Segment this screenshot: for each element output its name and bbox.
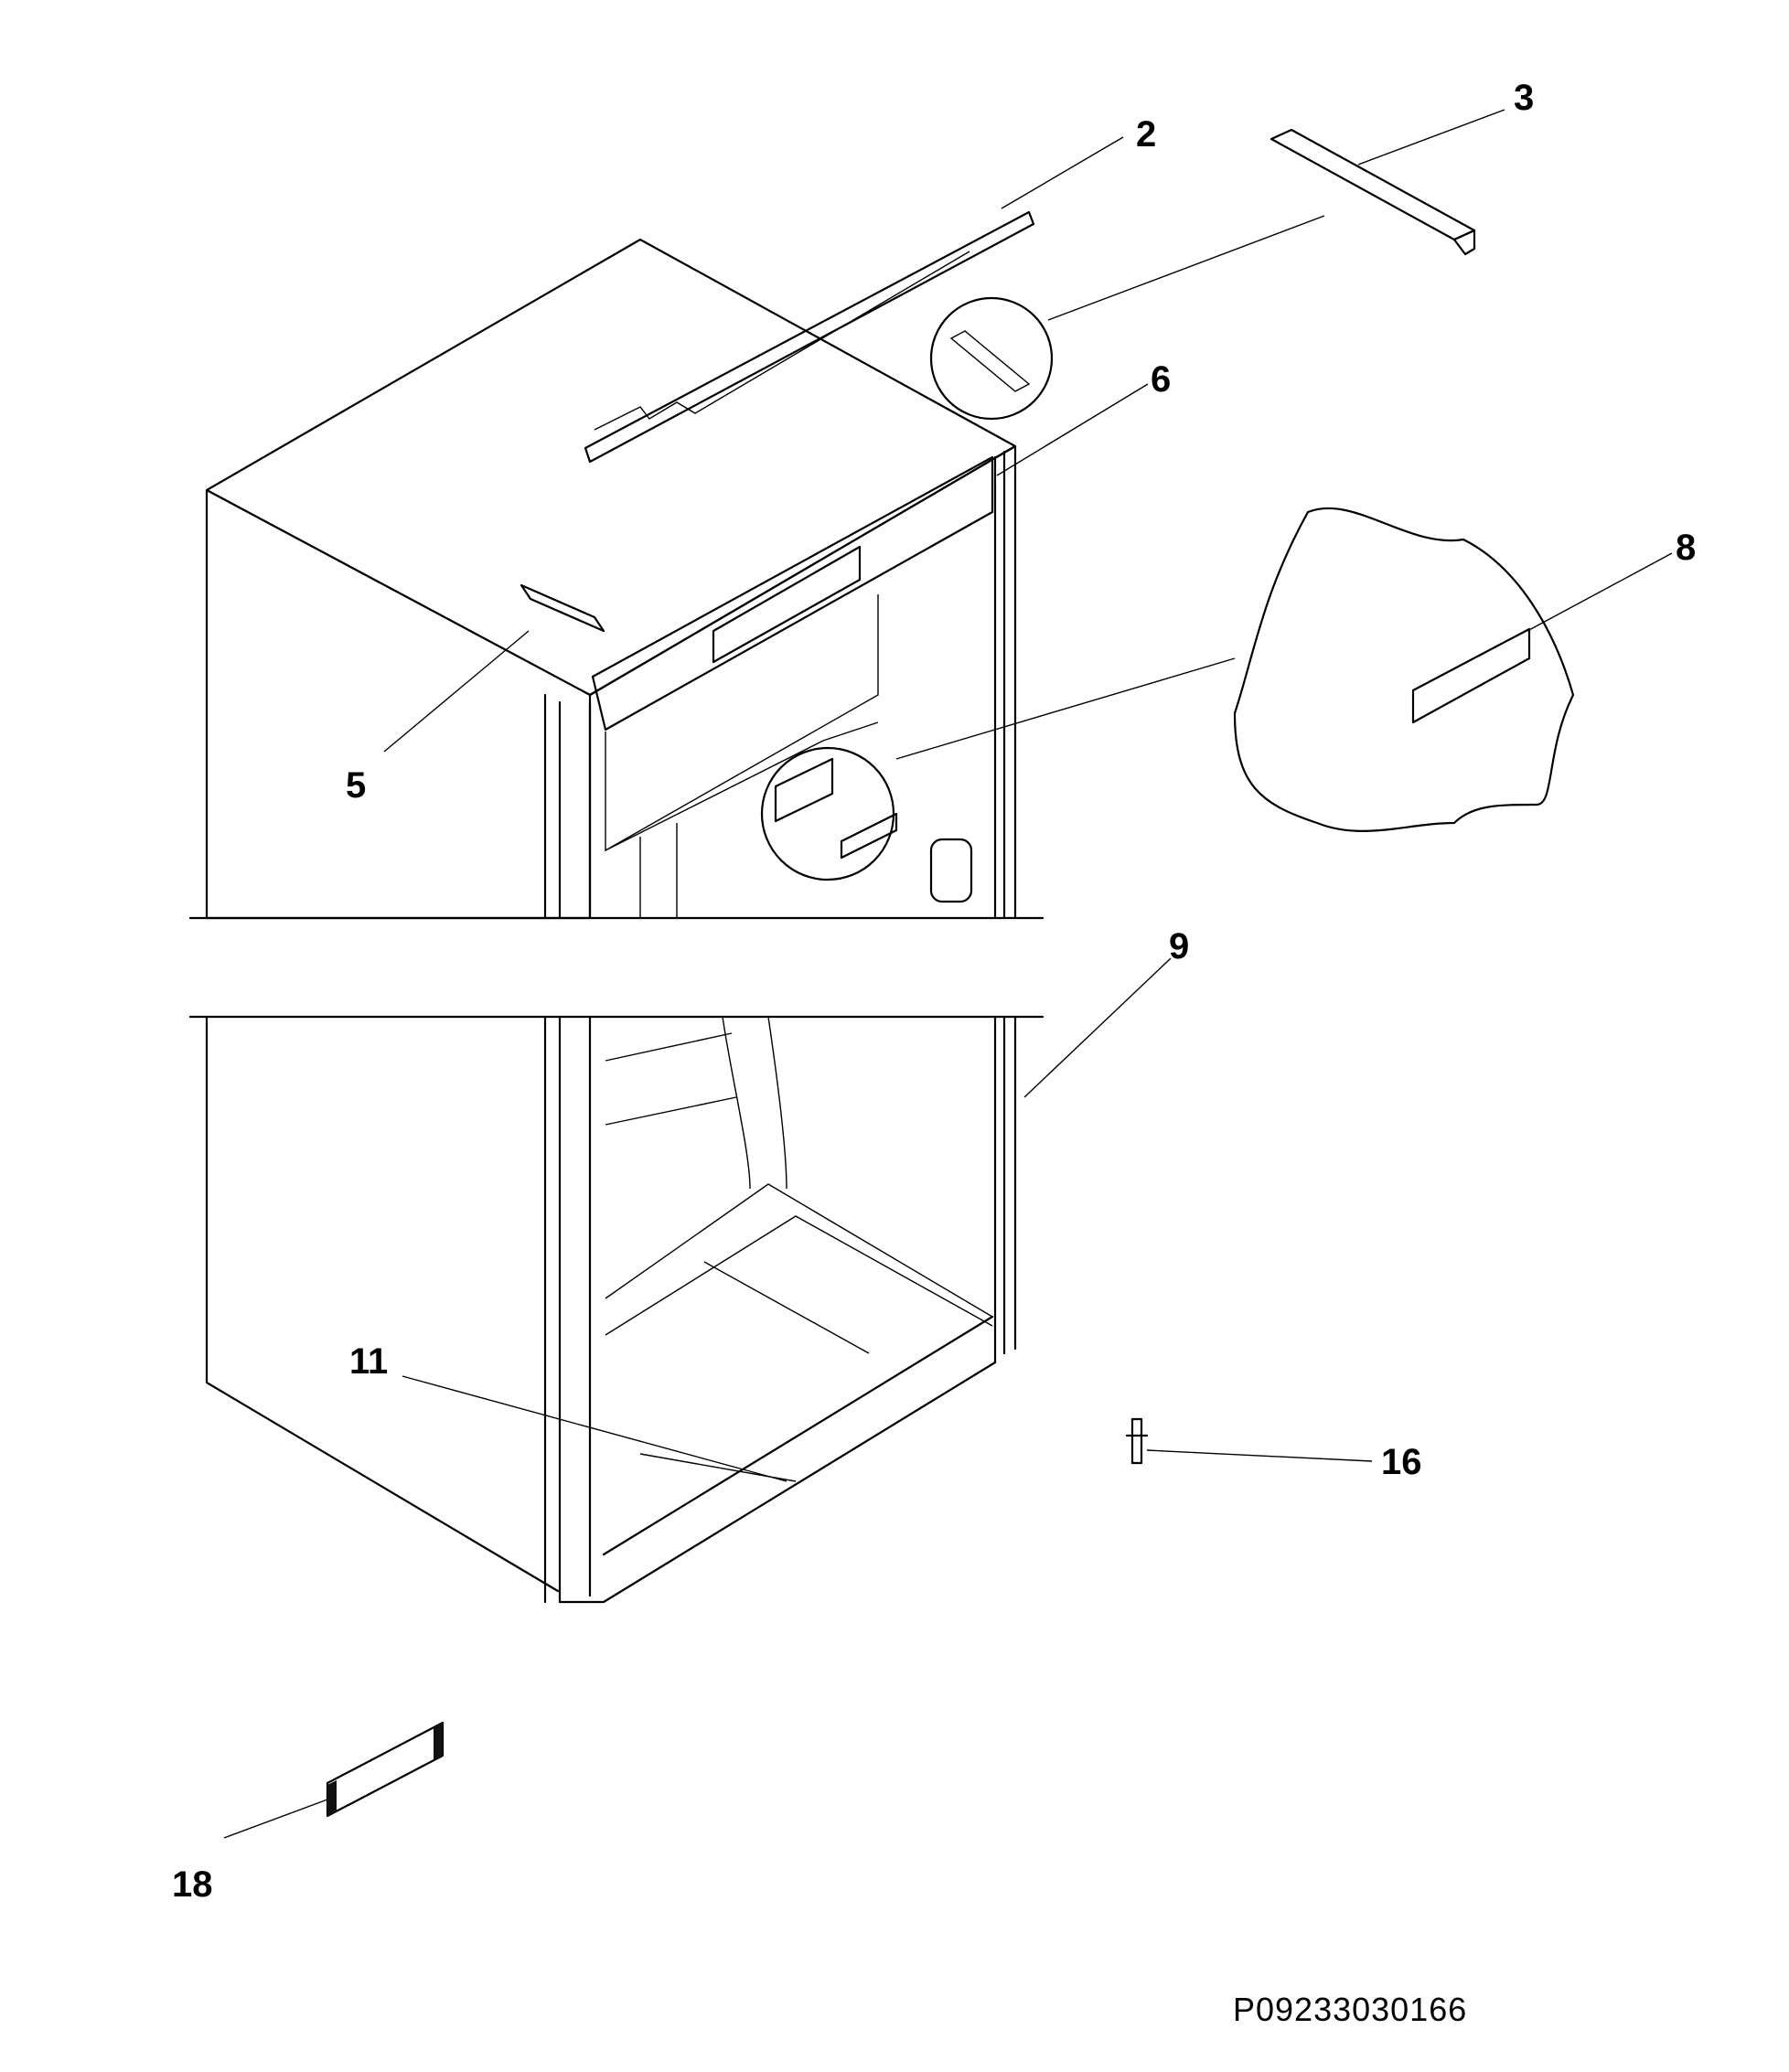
cabinet-upper [205, 238, 1017, 920]
part-3-bracket [1269, 128, 1476, 256]
detail-circle-part-8 [760, 746, 898, 881]
detail-blob-part-8 [1233, 507, 1575, 832]
part-2-hinge-rail [584, 210, 1035, 464]
callout-5: 5 [346, 765, 366, 806]
callouts: 2 3 6 8 5 9 11 16 18 [172, 78, 1696, 1905]
clip [929, 838, 973, 903]
callout-18: 18 [172, 1864, 213, 1905]
part-18-gasket-strip [326, 1721, 445, 1818]
callout-16: 16 [1381, 1442, 1422, 1482]
leader-lines [223, 109, 1673, 1839]
callout-8: 8 [1676, 528, 1696, 568]
callout-3: 3 [1514, 78, 1534, 118]
break-band [188, 916, 1044, 1019]
callout-11: 11 [349, 1341, 388, 1382]
cabinet-lower [205, 1015, 1017, 1604]
part-16-screw [1125, 1417, 1149, 1465]
callout-2: 2 [1136, 114, 1156, 155]
callout-9: 9 [1169, 926, 1189, 967]
detail-circle-part-3 [929, 296, 1054, 421]
drawing-code: P09233030166 [1233, 1991, 1467, 2028]
callout-6: 6 [1151, 359, 1171, 400]
